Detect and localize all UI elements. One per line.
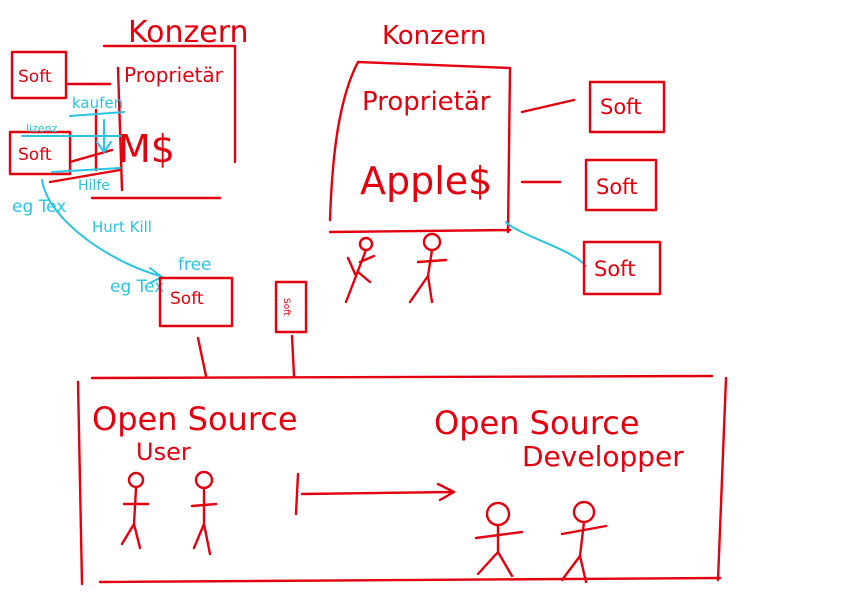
right-apple-label: Apple$	[360, 159, 492, 203]
left-connector-cross	[48, 168, 122, 184]
open-source-bottom-line	[98, 576, 722, 584]
middle-free-label: free	[178, 255, 212, 275]
open-source-developer-title: Open Source	[434, 404, 640, 442]
right-konzern-box	[328, 60, 512, 234]
middle-eg-tex-label: eg Tex	[110, 277, 164, 297]
left-konzern-bracket	[102, 44, 237, 164]
middle-vertical-soft-label: Soft	[281, 298, 291, 316]
left-kaufen-label: kaufen	[72, 94, 123, 112]
middle-soft-box	[158, 276, 234, 328]
left-proprietar-label: Proprietär	[124, 63, 224, 87]
user-to-developer-arrow	[294, 472, 456, 516]
left-konzern-group: Konzern Proprietär M$ Soft Soft kaufen l…	[8, 15, 249, 284]
left-eg-tex-label: eg Tex	[12, 197, 66, 217]
right-soft-box-3	[582, 240, 662, 296]
right-soft-box-1	[588, 80, 666, 134]
right-konzern-title: Konzern	[382, 21, 487, 51]
open-source-left-line	[76, 380, 84, 586]
middle-group: free eg Tex Soft Soft	[110, 255, 308, 378]
user-stick-figure-1	[120, 471, 150, 550]
left-soft-box-top	[10, 50, 68, 100]
open-source-developer-subtitle: Developper	[522, 440, 684, 473]
right-proprietar-label: Proprietär	[362, 87, 491, 117]
open-source-box: Open Source User Open Source Developper	[76, 374, 728, 586]
right-soft-label-3: Soft	[594, 257, 635, 281]
middle-soft-label: Soft	[170, 289, 204, 309]
right-soft-label-1: Soft	[600, 95, 641, 119]
middle-vertical-soft-box	[274, 280, 308, 334]
left-down-arrow	[96, 119, 112, 153]
left-cyan-cross	[51, 167, 121, 173]
right-stick-figure-2	[408, 232, 448, 304]
open-source-user-title: Open Source	[92, 400, 298, 438]
right-soft-label-2: Soft	[596, 175, 637, 199]
developer-stick-figure-1	[474, 501, 524, 578]
right-konzern-group: Konzern Proprietär Apple$ Soft Soft Soft	[328, 21, 666, 304]
left-money-label: M$	[118, 127, 175, 171]
open-source-right-line	[716, 376, 728, 582]
left-kaufen-underline	[69, 111, 125, 117]
left-connector-bottom	[68, 148, 114, 164]
user-stick-figure-2	[190, 470, 218, 556]
open-source-top-line	[90, 374, 714, 380]
left-soft-label-bottom: Soft	[18, 145, 52, 165]
left-lizenz-label: lizenz	[26, 122, 58, 135]
right-connector-1	[520, 98, 576, 114]
left-soft-box-bottom	[8, 130, 72, 176]
left-hurt-kill-label: Hurt Kill	[92, 218, 152, 236]
open-source-user-subtitle: User	[136, 438, 191, 466]
right-stick-figure-1	[344, 236, 376, 304]
middle-vertical-connector	[290, 334, 296, 378]
left-soft-label-top: Soft	[18, 67, 52, 87]
developer-stick-figure-2	[560, 500, 608, 584]
middle-soft-connector	[196, 336, 208, 378]
right-soft-box-2	[584, 158, 658, 212]
right-cyan-arrow	[505, 221, 587, 267]
left-hilfe-label: Hilfe	[78, 178, 110, 194]
left-konzern-left-line	[116, 66, 124, 192]
left-konzern-title: Konzern	[128, 15, 249, 50]
